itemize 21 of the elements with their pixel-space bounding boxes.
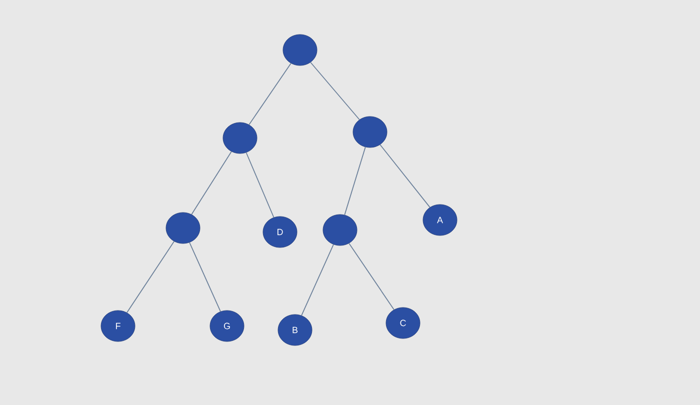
tree-node [282, 34, 318, 66]
tree-edge [310, 62, 360, 120]
tree-node: G [210, 310, 244, 342]
tree-edge [248, 62, 292, 126]
tree-edge [301, 244, 334, 316]
tree-edge [191, 151, 232, 215]
tree-node [222, 122, 258, 154]
tree-edge [189, 242, 221, 312]
tree-node: C [386, 307, 420, 339]
tree-edge [348, 242, 394, 310]
tree-node: A [422, 204, 458, 236]
tree-edge [344, 146, 366, 216]
tree-node: D [262, 216, 298, 248]
tree-edge [246, 152, 274, 218]
tree-node: B [278, 314, 312, 346]
tree-node [166, 212, 200, 244]
tree-edge [126, 240, 175, 314]
tree-node [322, 214, 358, 246]
tree-node: F [100, 310, 136, 342]
tree-node [352, 116, 388, 148]
tree-edge [380, 144, 430, 208]
